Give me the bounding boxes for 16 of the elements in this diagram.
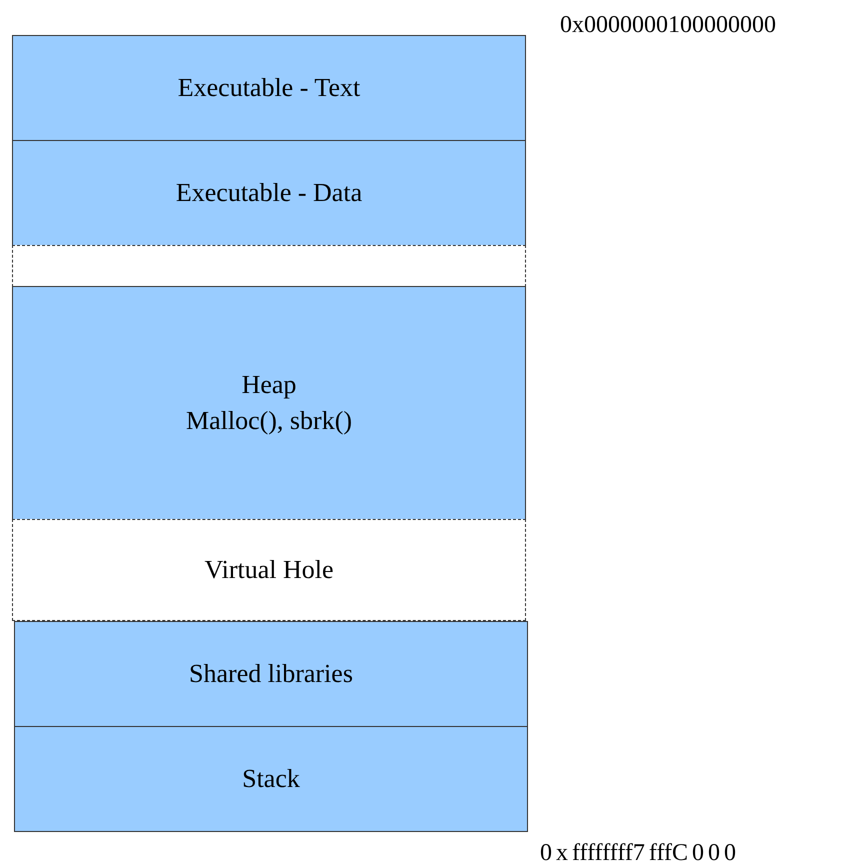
memory-gap [12, 245, 526, 287]
end-address: 0 x ffffffff7 fffC 0 0 0 [540, 840, 736, 867]
segment-label: Heap [242, 368, 296, 401]
memory-segment [14, 726, 528, 832]
segment-label: Virtual Hole [204, 554, 334, 586]
memory-segment [12, 286, 526, 520]
segment-label: Shared libraries [189, 658, 353, 690]
segment-label: Executable - Data [176, 176, 362, 209]
memory-segment [12, 519, 526, 621]
segment-label: Executable - Text [178, 72, 360, 104]
start-address: 0x0000000100000000 [560, 12, 776, 39]
memory-segment [14, 621, 528, 727]
memory-segment [12, 140, 526, 246]
segment-label: Stack [242, 762, 300, 795]
segment-note: Malloc(), sbrk() [186, 405, 352, 437]
memory-segment [12, 35, 526, 141]
